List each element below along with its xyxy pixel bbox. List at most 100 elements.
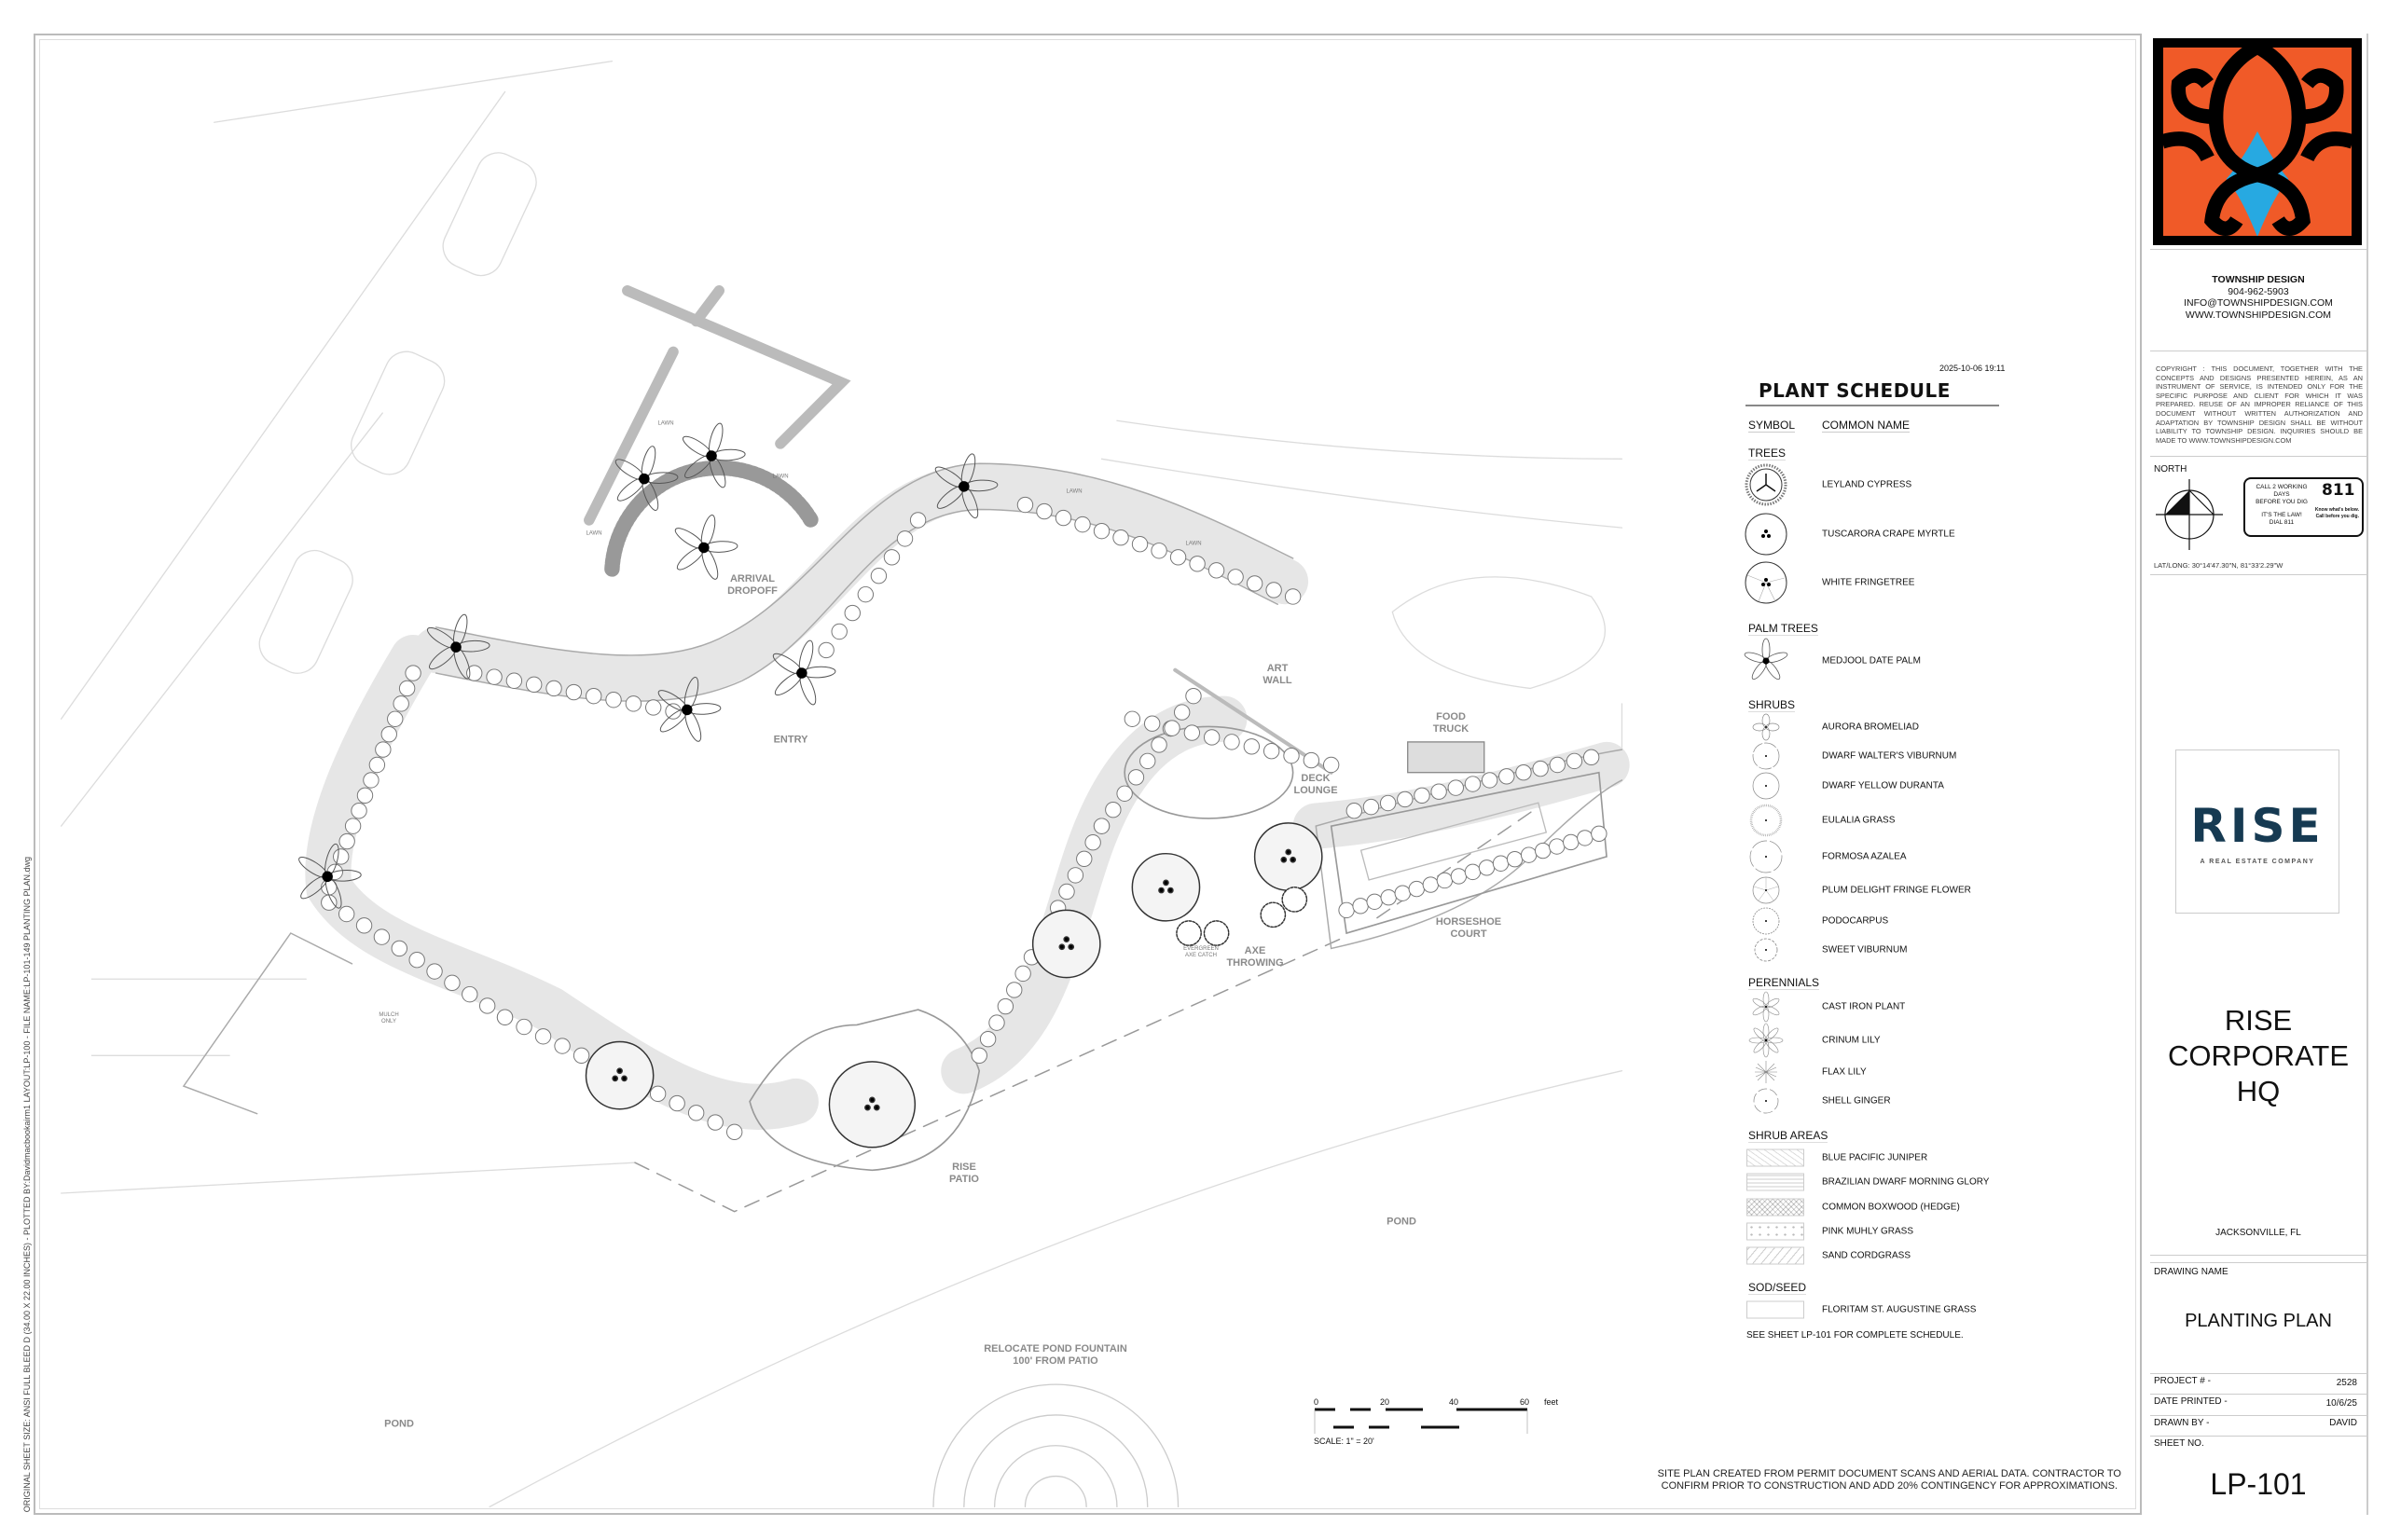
trunk-dot: [1290, 856, 1297, 863]
shrub-symbol: [405, 665, 421, 681]
shrub-symbol: [1227, 569, 1244, 585]
scale-tick: 20: [1380, 1397, 1390, 1407]
plant-name: CRINUM LILY: [1822, 1035, 1881, 1046]
scale-tick: 0: [1314, 1397, 1319, 1407]
food-truck: [1407, 741, 1485, 774]
plant-name: AURORA BROMELIAD: [1822, 722, 1919, 733]
shrub-symbol: [1506, 850, 1524, 868]
shrub-symbol: [1016, 496, 1034, 514]
sheet-number-label: SHEET NO.: [2154, 1438, 2204, 1449]
shrub-symbol: [1151, 543, 1167, 559]
call-line: CALL 2 WORKING DAYS: [2256, 484, 2308, 498]
medjool-palm: [614, 446, 679, 511]
shrub-symbol: [1582, 749, 1600, 765]
shrub-symbol: [1397, 791, 1414, 808]
trunk-dot: [1163, 879, 1169, 887]
sheet-number: LP-101: [2210, 1467, 2307, 1501]
crape-myrtle-tree: [585, 1040, 655, 1110]
horseshoe-pit: [1359, 802, 1548, 881]
boxwood-hatch-swatch: [1746, 1198, 1804, 1217]
shrub-symbol: [1265, 582, 1282, 598]
medjool-palm: [682, 422, 746, 488]
dwarf-walters-viburnum-symbol: [1752, 742, 1780, 770]
plant-name: SWEET VIBURNUM: [1822, 944, 1908, 956]
divider: [2150, 574, 2366, 575]
plant-name: PINK MUHLY GRASS: [1822, 1226, 1913, 1237]
label-entry: ENTRY: [773, 734, 808, 746]
shrub-symbol: [1338, 901, 1355, 919]
label-line: LOUNGE: [1293, 785, 1338, 796]
shrub-symbol: [818, 641, 835, 659]
date-printed: 10/6/25: [2325, 1398, 2357, 1409]
shrub-symbol: [1223, 734, 1240, 750]
palm-trunk: [959, 481, 970, 492]
scale-label: SCALE: 1" = 20': [1314, 1437, 1374, 1446]
category-perennials: PERENNIALS: [1748, 976, 1820, 990]
leyland-cypress-tree: [1203, 920, 1230, 946]
shrub-symbol: [1379, 794, 1397, 812]
shrub-symbol: [516, 1018, 532, 1036]
shrub-symbol: [1408, 880, 1425, 898]
shrub-symbol: [883, 549, 901, 566]
shrub-symbol: [1203, 729, 1221, 746]
client-logo: RISE A REAL ESTATE COMPANY: [2175, 749, 2339, 914]
shrub-symbol: [988, 1014, 1005, 1031]
trunk-dot: [1167, 887, 1174, 894]
shrub-symbol: [725, 1123, 743, 1141]
trunk-dot: [1285, 848, 1292, 856]
shrub-symbol: [1380, 889, 1397, 906]
site-plan-disclaimer: SITE PLAN CREATED FROM PERMIT DOCUMENT S…: [1658, 1468, 2121, 1492]
drawing-name: PLANTING PLAN: [2185, 1311, 2332, 1331]
cordgrass-hatch-swatch: [1746, 1246, 1804, 1265]
scale-bar-graphic: [1314, 1408, 1528, 1434]
label-line: DROPOFF: [727, 585, 778, 597]
shrub-symbol: [333, 848, 350, 865]
shrub-symbol: [1246, 575, 1263, 592]
shrub-symbol: [649, 1085, 667, 1103]
palm-trunk: [706, 450, 717, 461]
category-palm-trees: PALM TREES: [1748, 622, 1818, 636]
shrub-symbol: [1436, 872, 1454, 889]
shrub-symbol: [1532, 760, 1549, 777]
plant-name: BLUE PACIFIC JUNIPER: [1822, 1152, 1928, 1163]
crape-myrtle-symbol: [1745, 513, 1787, 556]
client-logo-tagline: A REAL ESTATE COMPANY: [2200, 859, 2315, 865]
shrub-symbol: [387, 710, 404, 727]
shrub-symbol: [665, 703, 682, 720]
plant-name: LEYLAND CYPRESS: [1822, 479, 1912, 490]
shrub-symbol: [1394, 885, 1411, 901]
scale-unit: feet: [1544, 1397, 1559, 1407]
shrub-symbol: [1127, 769, 1145, 786]
plant-name: CAST IRON PLANT: [1822, 1001, 1906, 1012]
shrub-symbol: [380, 725, 397, 743]
shrub-symbol: [363, 772, 379, 789]
disclaimer-line: CONFIRM PRIOR TO CONSTRUCTION AND ADD 20…: [1661, 1480, 2118, 1492]
shrub-symbol: [1492, 855, 1510, 872]
tagline-line: Call before you dig.: [2315, 514, 2359, 519]
divider: [2150, 1262, 2366, 1263]
plant-name: BRAZILIAN DWARF MORNING GLORY: [1822, 1176, 1990, 1188]
palm-trunk: [322, 871, 333, 883]
dropoff-hedge: [584, 285, 851, 526]
shrub-symbol: [1322, 756, 1340, 774]
firm-email[interactable]: INFO@TOWNSHIPDESIGN.COM: [2184, 297, 2333, 309]
shrub-symbol: [909, 512, 927, 529]
shrub-symbol: [896, 530, 914, 547]
shrub-symbol: [1283, 747, 1300, 764]
shrub-symbol: [1422, 876, 1440, 893]
leyland-cypress-symbol: [1745, 463, 1787, 506]
shrub-symbol: [573, 1047, 590, 1064]
shrub-symbol: [1362, 798, 1380, 816]
shrub-symbol: [870, 568, 888, 584]
shrub-symbol: [408, 952, 425, 969]
811-tagline: Know what's below. Call before you dig.: [2311, 507, 2359, 520]
project-number: 2528: [2336, 1378, 2357, 1388]
shrub-symbol: [1189, 556, 1206, 572]
shrub-symbol: [1352, 898, 1369, 914]
shrub-symbol: [373, 928, 391, 945]
firm-phone: 904-962-5903: [2228, 285, 2289, 297]
label-line: DECK: [1301, 773, 1331, 784]
firm-website[interactable]: WWW.TOWNSHIPDESIGN.COM: [2185, 309, 2332, 321]
label-line: PATIO: [949, 1174, 979, 1185]
